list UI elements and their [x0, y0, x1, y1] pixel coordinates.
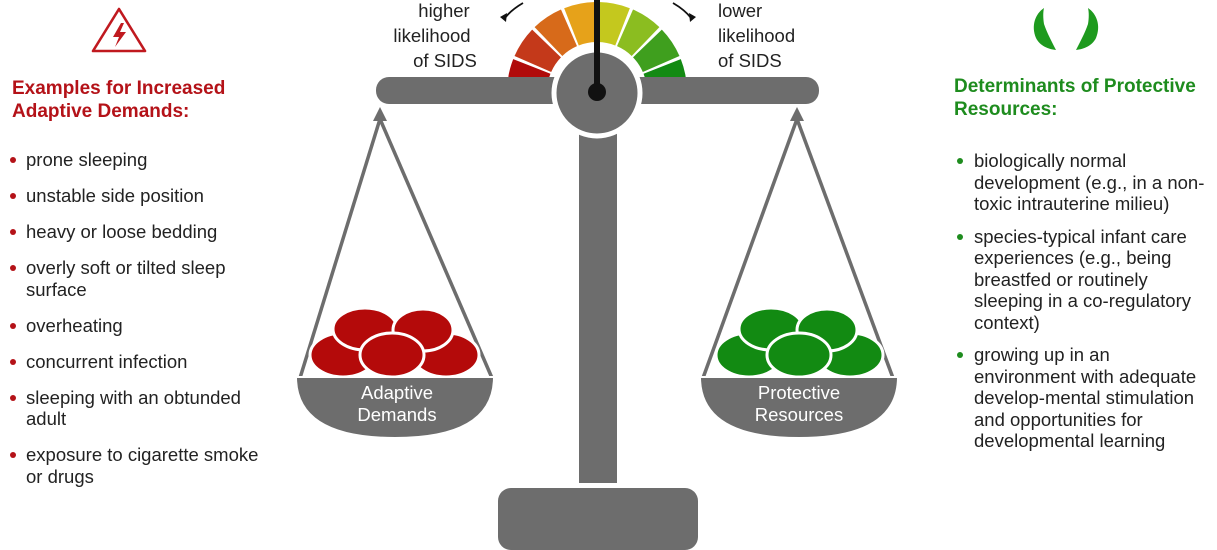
gauge-segment: [534, 9, 577, 56]
protective-determinant-item: biologically normal development (e.g., i…: [957, 150, 1212, 215]
gauge-left-label-line3: of SIDS: [413, 50, 477, 71]
right-pan-label-line1: Protective: [758, 382, 840, 403]
protective-determinant-item: species-typical infant care experiences …: [957, 226, 1212, 334]
protective-resources-list: biologically normal development (e.g., i…: [957, 150, 1212, 463]
gauge-segment: [617, 9, 660, 56]
left-arrowhead-icon: [500, 13, 507, 22]
left-pan-label-line1: Adaptive: [361, 382, 433, 403]
demand-example-item: prone sleeping: [10, 149, 260, 171]
demand-example-item: overheating: [10, 315, 260, 337]
demand-example-item: overly soft or tilted sleep surface: [10, 257, 260, 300]
gauge-needle-hub: [588, 83, 606, 101]
right-pan-string-right: [795, 118, 895, 379]
left-pan-string-right: [378, 118, 494, 379]
adaptive-demands-heading: Examples for Increased Adaptive Demands:: [12, 78, 226, 122]
right-pan-hook: [790, 107, 804, 121]
protective-determinant-item: growing up in an environment with adequa…: [957, 344, 1212, 452]
gauge-segment: [564, 2, 597, 46]
protective-resources-balls: [714, 306, 885, 379]
gauge-segment: [633, 29, 680, 72]
left-pan: [294, 376, 496, 440]
protecting-hands-icon: [1033, 8, 1099, 50]
right-arrowhead-icon: [689, 13, 696, 22]
gauge-right-label-line2: likelihood: [718, 25, 795, 46]
demand-example-item: sleeping with an obtunded adult: [10, 387, 260, 430]
gauge-right-label-line3: of SIDS: [718, 50, 782, 71]
left-pan-string-left: [298, 118, 382, 379]
right-arrow-icon: [672, 2, 692, 19]
left-pan-label-line2: Demands: [357, 404, 436, 425]
right-pan-string-left: [701, 118, 799, 379]
adaptive-demands-balls: [308, 306, 481, 379]
right-pan-label-line2: Resources: [755, 404, 843, 425]
gauge-right-label-line1: lower: [718, 0, 762, 21]
protective-resources-heading: Determinants of Protective Resources:: [954, 76, 1196, 120]
gauge-left-label-line1: higher: [418, 0, 469, 21]
high-voltage-warning-icon: [91, 7, 147, 53]
scale-base: [498, 488, 698, 550]
demand-example-item: exposure to cigarette smoke or drugs: [10, 444, 260, 487]
demand-example-item: heavy or loose bedding: [10, 221, 260, 243]
left-pan-hook: [373, 107, 387, 121]
gauge-left-label-line2: likelihood: [393, 25, 470, 46]
resource-ball: [765, 331, 833, 379]
gauge-segment: [514, 29, 561, 72]
left-arrow-icon: [504, 2, 524, 19]
gauge-segment: [597, 2, 630, 46]
demand-ball: [358, 331, 426, 379]
demand-example-item: concurrent infection: [10, 351, 260, 373]
scale-pillar: [579, 98, 617, 483]
demand-example-item: unstable side position: [10, 185, 260, 207]
right-pan: [698, 376, 900, 440]
adaptive-demands-list: prone sleeping unstable side position heav…: [10, 149, 260, 502]
